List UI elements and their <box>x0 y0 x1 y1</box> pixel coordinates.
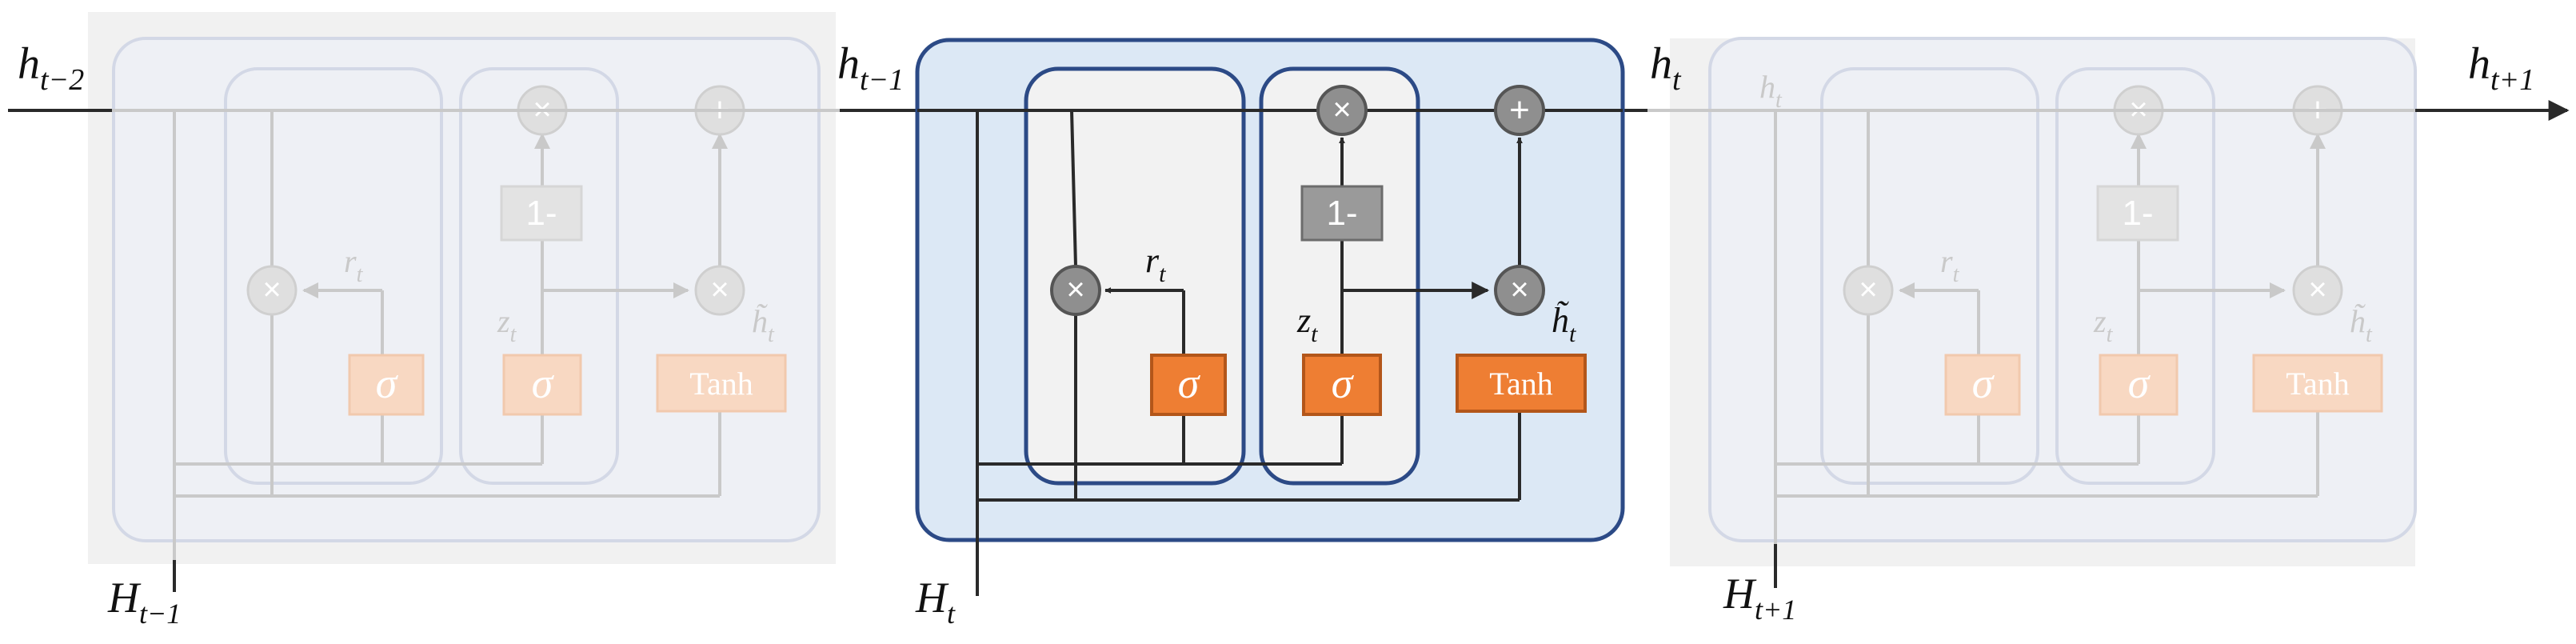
cell-center-z-label: zt <box>1296 301 1318 347</box>
label-H-t-minus-1: Ht−1 <box>107 574 181 630</box>
cell-right-candidate-multiply-icon <box>2292 265 2343 316</box>
cell-center-tanh-box <box>1456 354 1587 413</box>
cell-left-one-minus-label: 1- <box>525 194 557 233</box>
cell-center-reset-multiply-icon <box>1050 265 1101 316</box>
cell-center-wires <box>976 110 1523 596</box>
cell-right-wires <box>1774 110 2326 544</box>
cell-left-candidate-label: h̃t <box>752 303 775 347</box>
cell-right-frame <box>1708 37 2417 542</box>
cell-center-r-label: rt <box>1145 241 1166 287</box>
cell-center-sigma-z-box <box>1302 354 1382 416</box>
cell-center-one-minus-box <box>1300 185 1384 242</box>
multiply-icon: × <box>1859 272 1877 307</box>
cell-right-sigma-r-label: σ <box>1972 359 1995 407</box>
cell-right-candidate-label: h̃t <box>2350 303 2373 347</box>
cell-right-sigma-z-box <box>2099 354 2179 416</box>
cell-right-tanh-box <box>2252 354 2383 413</box>
cell-left-r-label: rt <box>344 243 364 287</box>
cell-center-candidate-multiply-icon <box>1494 265 1545 316</box>
label-H-t-plus-1: Ht+1 <box>1723 570 1796 626</box>
cell-left-sigma-r-box <box>348 354 425 416</box>
cell-center: × × + × 1- σ σ Tanh rt zt h̃t <box>915 38 1625 596</box>
cell-right-reset-multiply-icon <box>1843 265 1894 316</box>
cell-center-sigma-r-box <box>1150 354 1227 416</box>
cell-left-sigma-z-label: σ <box>532 359 555 407</box>
cell-right-one-minus-box <box>2096 185 2179 242</box>
label-h-t-plus-1: ht+1 <box>2468 39 2534 97</box>
cell-right-z-label: zt <box>2093 303 2114 347</box>
multiply-icon: × <box>1510 272 1528 307</box>
label-h-t: ht <box>1650 39 1682 97</box>
cell-center-update-multiply-icon <box>1316 85 1368 136</box>
cell-left-sigma-z-box <box>502 354 582 416</box>
cell-left-reset-frame <box>224 67 443 485</box>
cell-right-tanh-label: Tanh <box>2286 366 2349 402</box>
multiply-icon: × <box>1332 92 1351 127</box>
cell-center-candidate-label: h̃t <box>1552 301 1576 347</box>
plus-icon: + <box>1509 90 1530 130</box>
cell-right: × × + × 1- σ σ Tanh ht rt zt h̃t <box>1670 37 2417 566</box>
multiply-icon: × <box>1066 272 1084 307</box>
label-h-t-minus-1: ht−1 <box>837 39 904 97</box>
cell-left-tanh-label: Tanh <box>689 366 753 402</box>
cell-center-tanh-label: Tanh <box>1489 366 1552 402</box>
cell-left-one-minus-box <box>500 185 583 242</box>
cell-right-update-frame <box>2055 67 2215 485</box>
cell-right-r-label: rt <box>1940 243 1960 287</box>
cell-left-reset-multiply-icon <box>246 265 298 316</box>
cell-left-update-frame <box>459 67 619 485</box>
label-h-t-minus-2: ht−2 <box>18 39 84 97</box>
cell-right-reset-frame <box>1820 67 2039 485</box>
cell-left-frame <box>112 37 821 542</box>
cell-left-z-label: zt <box>497 303 517 347</box>
cell-center-one-minus-label: 1- <box>1326 194 1357 233</box>
multiply-icon: × <box>262 272 281 307</box>
multiply-icon: × <box>710 272 729 307</box>
cell-left-tanh-box <box>656 354 787 413</box>
cell-right-sigma-z-label: σ <box>2128 359 2151 407</box>
cell-left-sigma-r-label: σ <box>376 359 399 407</box>
cell-right-top-label: ht <box>1759 69 1783 113</box>
cell-center-sigma-z-label: σ <box>1332 359 1355 407</box>
cell-center-add-icon <box>1494 85 1545 136</box>
cell-left: × × + × 1- σ σ Tanh rt zt h̃t <box>88 12 836 564</box>
cell-right-sigma-r-box <box>1944 354 2021 416</box>
multiply-icon: × <box>2308 272 2326 307</box>
cell-right-one-minus-label: 1- <box>2122 194 2153 233</box>
label-H-t: Ht <box>915 574 956 630</box>
cell-center-sigma-r-label: σ <box>1178 359 1201 407</box>
cell-left-candidate-multiply-icon <box>694 265 745 316</box>
